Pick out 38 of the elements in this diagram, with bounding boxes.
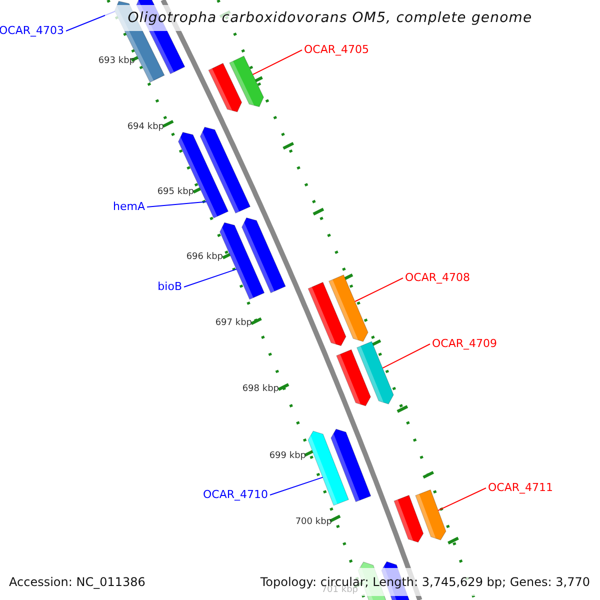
scale-label: 694 kbp (127, 123, 164, 132)
gene-label: bioB (158, 281, 182, 292)
gene-feature (308, 430, 349, 506)
genome-summary: Topology: circular; Length: 3,745,629 bp; Genes: 3,770 (260, 576, 590, 588)
gene-label: OCAR_4705 (304, 44, 370, 55)
gene-feature (200, 126, 251, 214)
leader-line (382, 344, 430, 369)
gene-feature (330, 428, 372, 502)
scale-label: 699 kbp (269, 452, 306, 461)
leader-line (438, 488, 486, 511)
gene-feature (328, 274, 368, 342)
gene-feature (394, 494, 424, 543)
scale-label: 700 kbp (295, 518, 332, 527)
gene-label: OCAR_4711 (488, 482, 554, 493)
gene-feature (415, 489, 446, 540)
leader-line (252, 50, 302, 75)
scale-label: 693 kbp (98, 57, 135, 66)
leader-line (270, 476, 324, 496)
gene-feature (336, 349, 371, 406)
gene-feature (308, 282, 346, 346)
gene-label: OCAR_4708 (405, 272, 470, 283)
scale-label: 695 kbp (157, 188, 194, 197)
gene-feature (242, 217, 286, 294)
accession-text: Accession: NC_011386 (9, 576, 146, 588)
gene-label: hemA (113, 201, 145, 212)
scale-label: 696 kbp (186, 253, 223, 262)
gene-label: OCAR_4710 (202, 489, 268, 500)
scale-label: 701 kbp (321, 586, 358, 595)
leader-line (146, 201, 207, 208)
scale-label: 698 kbp (242, 385, 279, 394)
gene-feature (208, 62, 242, 112)
gene-feature (178, 132, 229, 218)
gene-feature (356, 341, 394, 404)
gene-label: OCAR_4709 (432, 338, 498, 349)
leader-line (184, 268, 237, 288)
gene-feature (229, 56, 264, 108)
scale-label: 697 kbp (215, 319, 252, 328)
leader-line (354, 278, 404, 302)
